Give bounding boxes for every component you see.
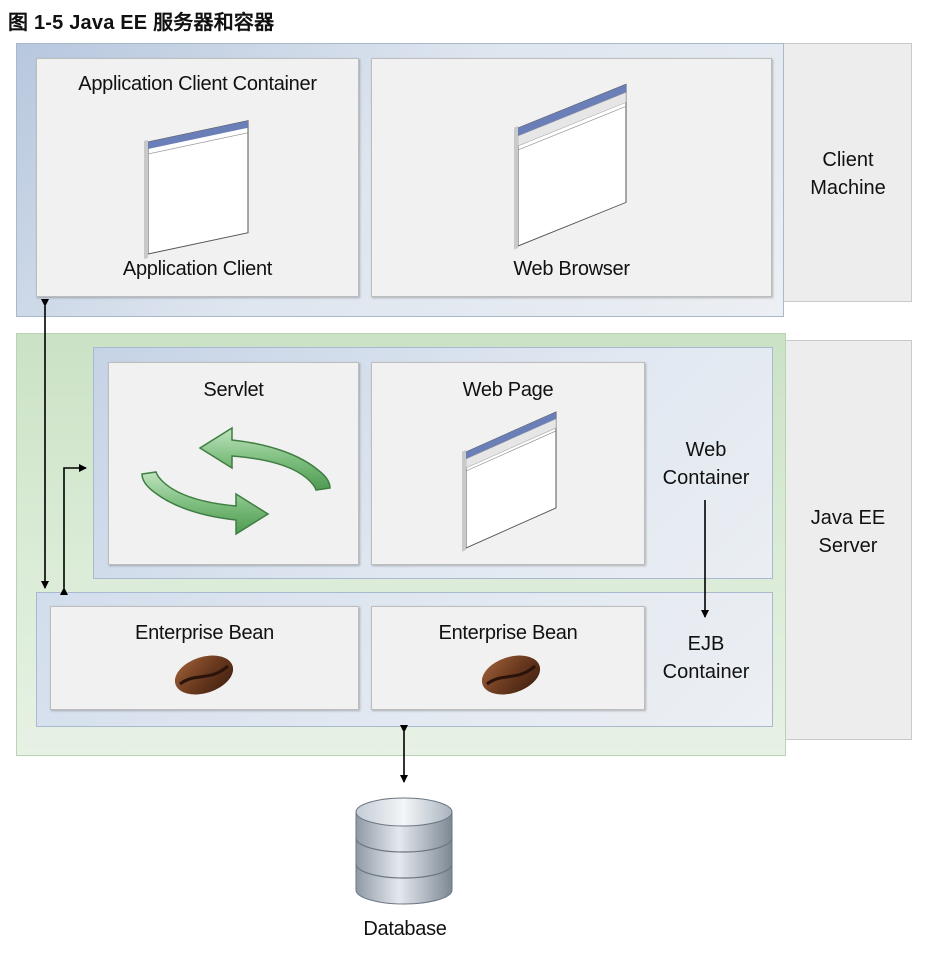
web-ejb-arrow — [60, 464, 87, 595]
web-container-label: Web Container — [662, 439, 750, 489]
servlet-box: Servlet — [108, 362, 359, 565]
servlet-title: Servlet — [203, 379, 264, 401]
figure-title: 图 1-5 Java EE 服务器和容器 — [8, 12, 275, 34]
application-client-caption: Application Client — [122, 258, 273, 280]
database-label: Database — [363, 918, 447, 940]
enterprise-bean-title: Enterprise Bean — [135, 622, 274, 644]
window-icon — [144, 120, 249, 259]
browser-window-icon — [514, 83, 627, 250]
application-client-container-title: Application Client Container — [78, 73, 317, 95]
client-machine-label: Client Machine — [810, 149, 886, 199]
web-page-title: Web Page — [462, 379, 554, 401]
java-ee-server-label: Java EE Server — [810, 507, 886, 557]
enterprise-bean-title: Enterprise Bean — [438, 622, 578, 644]
application-client-container: Application Client Container Application… — [36, 58, 359, 297]
coffee-bean-icon — [481, 655, 541, 695]
connector-arrows — [41, 299, 709, 783]
web-browser-caption: Web Browser — [513, 258, 630, 280]
cycle-arrows-icon — [141, 426, 331, 536]
database-cylinder-icon — [355, 797, 453, 905]
ejb-container-label: EJB Container — [662, 633, 750, 683]
coffee-bean-icon — [174, 655, 234, 695]
browser-window-icon — [462, 411, 557, 552]
